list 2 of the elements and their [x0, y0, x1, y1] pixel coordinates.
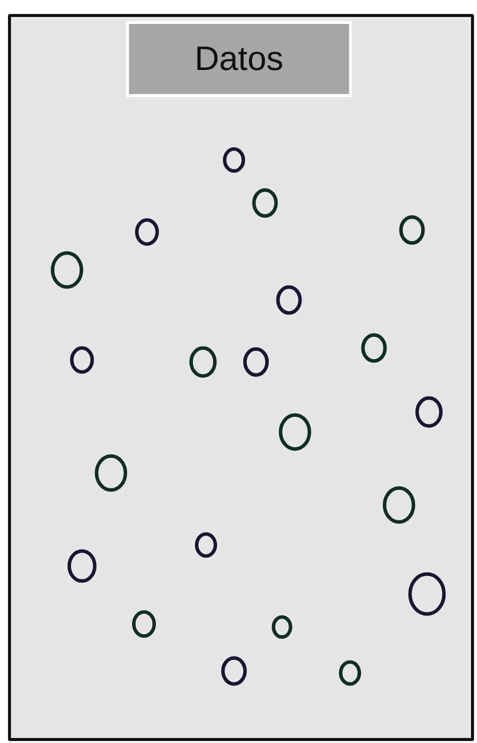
panel-background — [8, 14, 474, 741]
label-box: Datos — [126, 21, 352, 97]
